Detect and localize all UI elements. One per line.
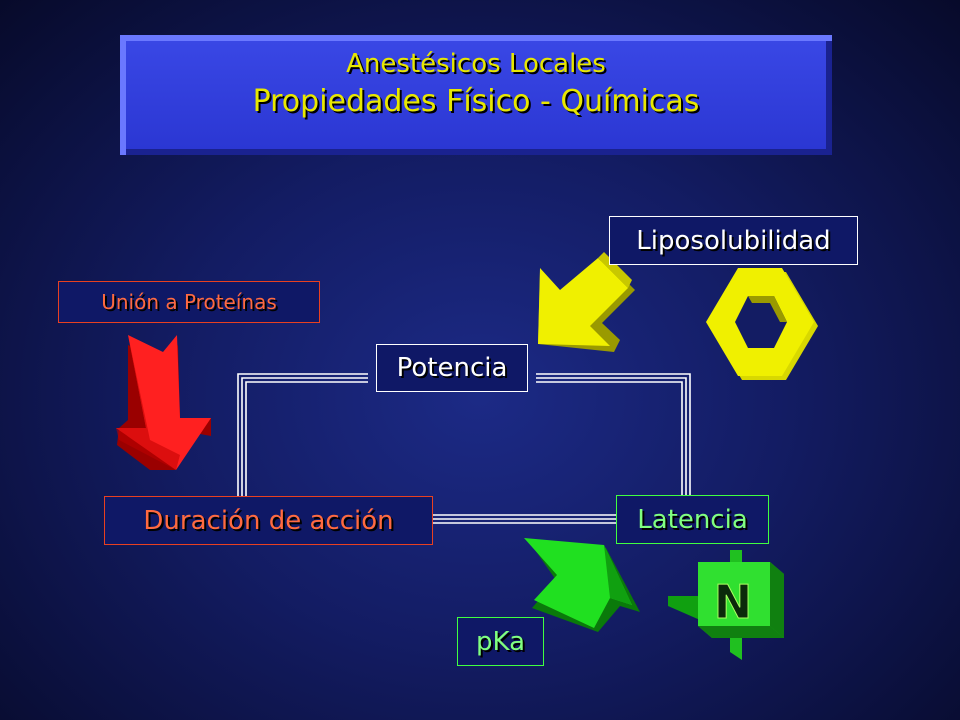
- yellow-arrow: [538, 252, 635, 352]
- connector-duracion-latencia: [433, 514, 616, 524]
- red-arrow: [116, 335, 211, 470]
- latencia-box: Latencia: [616, 495, 769, 544]
- green-arrow: [524, 538, 640, 632]
- hexagon-icon: [706, 268, 818, 380]
- potencia-box: Potencia: [376, 344, 528, 392]
- title-line-2: Propiedades Físico - Químicas: [252, 84, 700, 119]
- nitrogen-cube-icon: N: [668, 550, 784, 660]
- title-panel: Anestésicos Locales Propiedades Físico -…: [120, 35, 832, 155]
- title-line-1: Anestésicos Locales: [346, 49, 606, 79]
- nitrogen-symbol: N: [714, 575, 753, 629]
- duracion-box: Duración de acción: [104, 496, 433, 545]
- connector-lines: [237, 373, 691, 524]
- pka-box: pKa: [457, 617, 544, 666]
- union-proteinas-box: Unión a Proteínas: [58, 281, 320, 323]
- liposolubilidad-box: Liposolubilidad: [609, 216, 858, 265]
- connector-potencia-duracion: [237, 373, 368, 496]
- connector-potencia-latencia: [536, 373, 691, 495]
